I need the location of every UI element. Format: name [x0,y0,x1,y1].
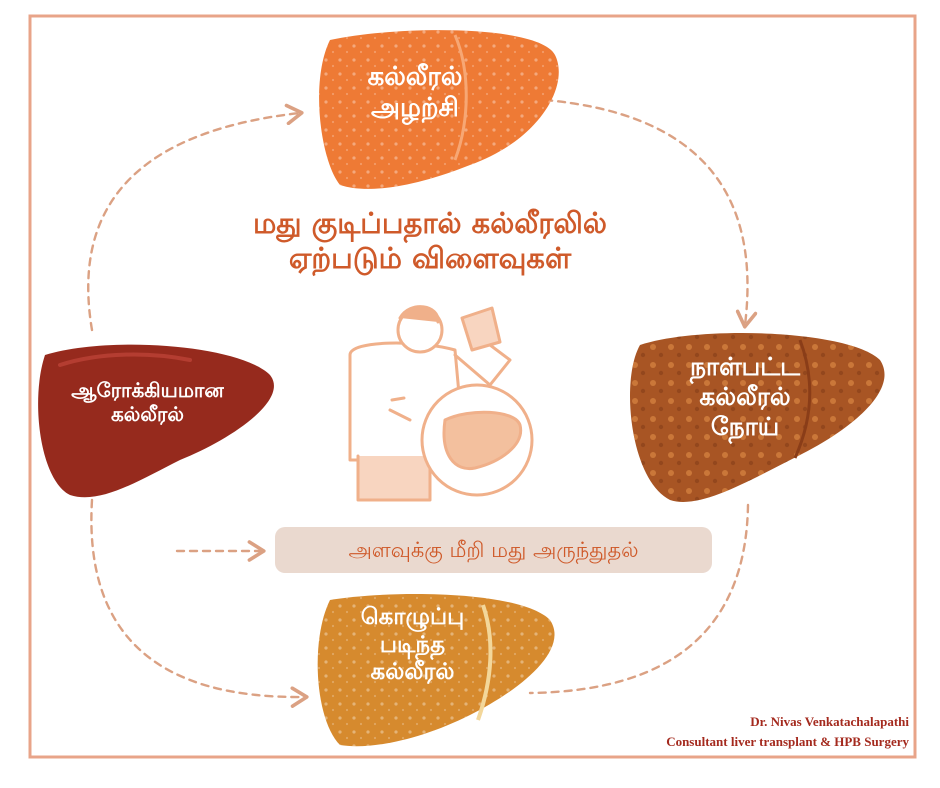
label-chronic: நாள்பட்ட கல்லீரல் நோய் [640,352,850,442]
credit-block: Dr. Nivas Venkatachalapathi Consultant l… [579,712,909,752]
person-drinking-icon [350,307,532,500]
arrow-healthy-to-fatty [91,500,305,697]
credit-name: Dr. Nivas Venkatachalapathi [579,712,909,732]
diagram-title: மது குடிப்பதால் கல்லீரலில் ஏற்படும் விளை… [150,206,710,277]
label-healthy: ஆரோக்கியமான கல்லீரல் [35,378,260,426]
credit-role: Consultant liver transplant & HPB Surger… [579,732,909,752]
title-line-1: மது குடிப்பதால் கல்லீரலில் [150,206,710,241]
label-inflammation: கல்லீரல் அழற்சி [315,62,515,124]
cause-label: அளவுக்கு மீறி மது அருந்துதல் [275,527,712,573]
title-line-2: ஏற்படும் விளைவுகள் [150,241,710,276]
label-fatty: கொழுப்பு படிந்த கல்லீரல் [320,604,505,687]
